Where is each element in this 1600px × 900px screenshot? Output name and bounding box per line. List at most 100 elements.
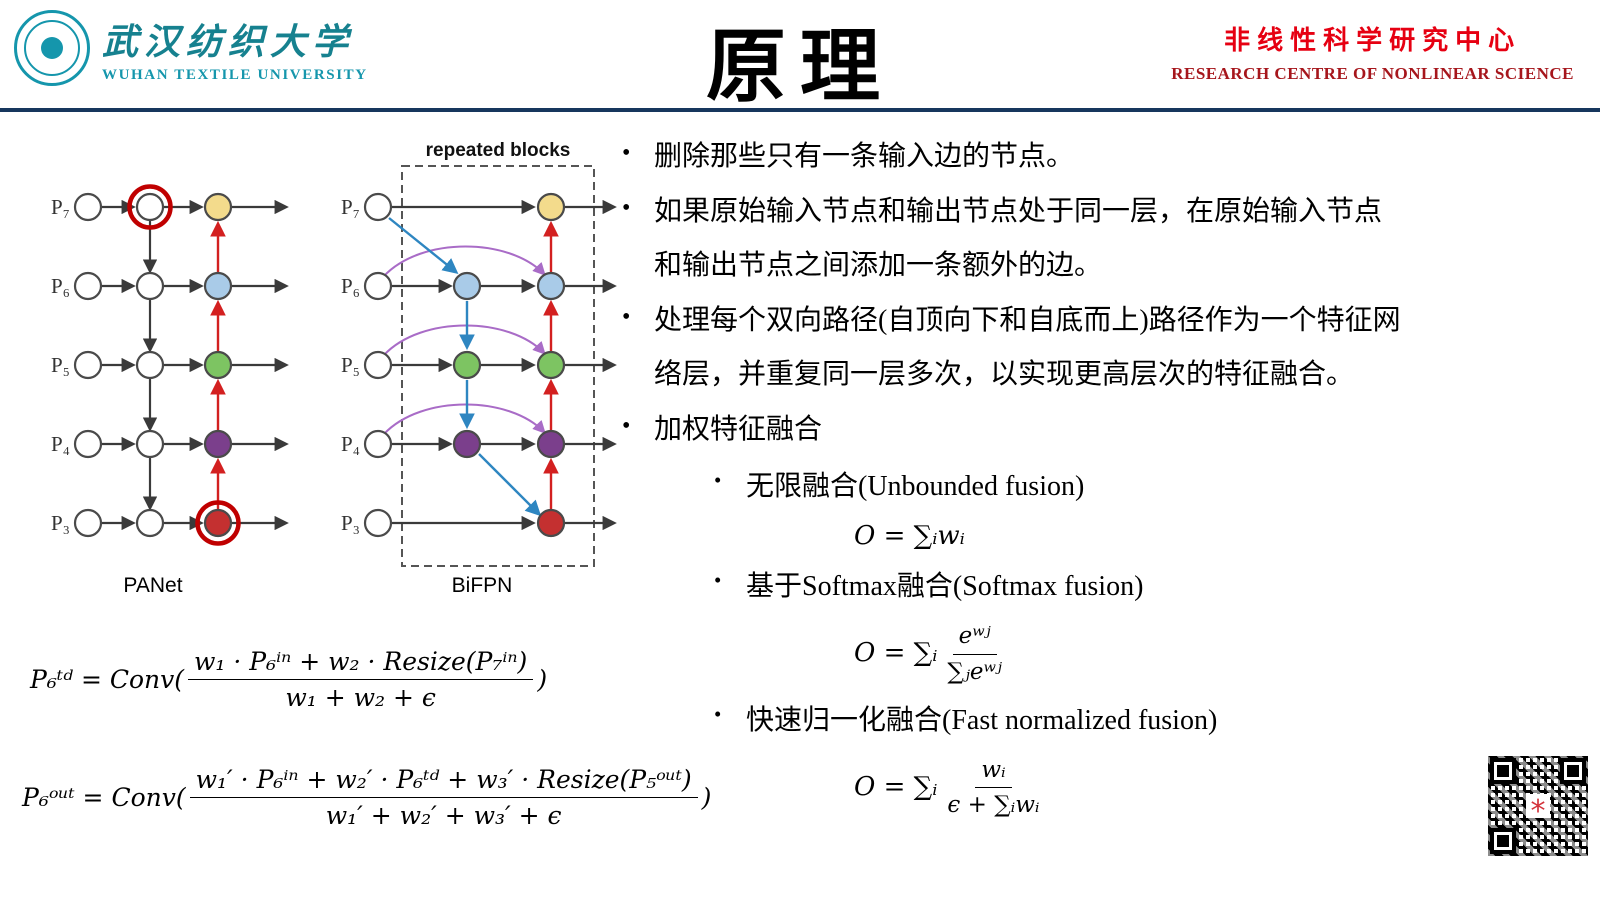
fusion-label: 基于Softmax融合(Softmax fusion) [746,571,1144,603]
formula-p6out: P₆ᵒᵘᵗ = Conv( w₁′ · P₆ⁱⁿ + w₂′ · P₆ᵗᵈ + … [22,764,711,830]
panet-node [135,429,165,459]
bifpn-node [363,192,393,222]
bifpn-node [363,271,393,301]
formula-p6td: P₆ᵗᵈ = Conv( w₁ · P₆ⁱⁿ + w₂ · Resize(P₇ⁱ… [30,646,547,712]
fraction-numerator: w₁′ · P₆ⁱⁿ + w₂′ · P₆ᵗᵈ + w₃′ · Resize(P… [189,764,698,798]
panet-row-label: P₆ [51,274,70,298]
qr-finder-icon [1490,758,1516,784]
bullet-list: 删除那些只有一条输入边的节点。 如果原始输入节点和输出节点处于同一层，在原始输入… [612,130,1404,830]
panet-node-p4 [203,429,233,459]
fusion-item-softmax: 基于Softmax融合(Softmax fusion) [612,562,1404,612]
bifpn-intermediate-nodes [452,271,482,459]
formula-softmax-fusion: O = ∑ᵢ eʷʲ ∑ⱼeʷʲ [854,621,1404,687]
fraction: w₁ · P₆ⁱⁿ + w₂ · Resize(P₇ⁱⁿ) w₁ + w₂ + … [188,646,534,712]
qr-center-logo-icon [1526,794,1550,818]
panet-lateral-arrows [101,199,289,531]
university-name-en: WUHAN TEXTILE UNIVERSITY [102,66,368,83]
bullet-text: 删除那些只有一条输入边的节点。 [654,141,1075,172]
bullet-item-4: 加权特征融合 [612,403,1404,458]
bifpn-node-p4td [452,429,482,459]
bifpn-node-p5td [452,350,482,380]
highlight-circle-bottom [195,500,241,546]
fraction-denominator: ∑ⱼeʷʲ [947,658,1003,685]
formula-lhs: P₆ᵒᵘᵗ = Conv( [22,782,186,812]
fusion-item-unbounded: 无限融合(Unbounded fusion) [612,462,1404,512]
university-logo: 武汉纺织大学 WUHAN TEXTILE UNIVERSITY [14,10,368,86]
formula-close-paren: ) [537,664,548,694]
fraction-numerator: w₁ · P₆ⁱⁿ + w₂ · Resize(P₇ⁱⁿ) [188,646,534,680]
panet-node-p6 [203,271,233,301]
bifpn-node-p7out [536,192,566,222]
panet-node [73,192,103,222]
bifpn-caption: BiFPN [452,574,513,597]
panet-row-label: P₅ [51,353,70,377]
centre-name-cn: 非线性科学研究中心 [1224,25,1522,55]
formula-unbounded-fusion: O = ∑ᵢwᵢ [854,520,1404,553]
university-logo-icon [14,10,90,86]
bifpn-row-label: P₇ [341,195,360,219]
university-name-block: 武汉纺织大学 WUHAN TEXTILE UNIVERSITY [102,13,368,84]
fraction: wᵢ ϵ + ∑ᵢwᵢ [941,755,1045,821]
panet-node-p5 [203,350,233,380]
formula-text: O = ∑ᵢwᵢ [854,520,965,551]
bifpn-skip-arrows [383,245,546,435]
bifpn-node [363,350,393,380]
panet-row-label: P₃ [51,511,70,535]
panet-node [73,508,103,538]
formula-text: O = ∑ᵢ [854,638,938,669]
panet-node [73,429,103,459]
bifpn-node-p3out [536,508,566,538]
bifpn-output-nodes [536,192,566,538]
fraction-denominator: ϵ + ∑ᵢwᵢ [947,792,1040,819]
repeated-blocks-label: repeated blocks [426,140,571,161]
bullet-text: 如果原始输入节点和输出节点处于同一层，在原始输入节点和输出节点之间添加一条额外的… [654,195,1383,282]
qr-code [1488,756,1588,856]
bifpn-lateral-arrows [391,199,617,531]
fusion-item-fast-normalized: 快速归一化融合(Fast normalized fusion) [612,696,1404,746]
panet-node [135,350,165,380]
bullet-item-1: 删除那些只有一条输入边的节点。 [612,130,1404,185]
panet-caption: PANet [123,574,182,597]
bifpn-row-label: P₄ [341,432,360,456]
bifpn-node [363,508,393,538]
bifpn-diagram: repeated blocks P₇ P₆ P₅ P₄ P₃ [341,140,617,597]
qr-finder-icon [1490,828,1516,854]
fpn-diagrams: P₇ P₆ P₅ P₄ P₃ [51,140,617,597]
formula-text: O = ∑ᵢ [854,772,938,803]
bullet-text: 处理每个双向路径(自顶向下和自底而上)路径作为一个特征网络层，并重复同一层多次，… [654,304,1401,391]
bullet-item-3: 处理每个双向路径(自顶向下和自底而上)路径作为一个特征网络层，并重复同一层多次，… [612,294,1404,403]
fraction-denominator: w₁ + w₂ + ϵ [285,683,436,712]
formula-lhs: P₆ᵗᵈ = Conv( [30,664,185,694]
bifpn-row-label: P₃ [341,511,360,535]
panet-output-nodes [203,192,233,538]
panet-row-label: P₇ [51,195,70,219]
panet-node [73,350,103,380]
panet-node [135,271,165,301]
fusion-label: 无限融合(Unbounded fusion) [746,470,1085,502]
fusion-label: 快速归一化融合(Fast normalized fusion) [746,705,1218,737]
bifpn-node-p5out [536,350,566,380]
header: 武汉纺织大学 WUHAN TEXTILE UNIVERSITY 原理 非线性科学… [0,0,1600,112]
bifpn-node [363,429,393,459]
bullet-item-2: 如果原始输入节点和输出节点处于同一层，在原始输入节点和输出节点之间添加一条额外的… [612,185,1404,294]
bifpn-row-label: P₆ [341,274,360,298]
panet-diagram: P₇ P₆ P₅ P₄ P₃ [51,184,289,597]
panet-row-label: P₄ [51,432,70,456]
fraction-numerator: eʷʲ [952,621,997,655]
panet-node-p3 [203,508,233,538]
research-centre-block: 非线性科学研究中心 RESEARCH CENTRE OF NONLINEAR S… [1171,20,1574,84]
fraction-numerator: wᵢ [975,755,1012,789]
fraction-denominator: w₁′ + w₂′ + w₃′ + ϵ [325,801,562,830]
panet-node-p7 [203,192,233,222]
panet-backbone-nodes [73,192,165,538]
header-divider [0,108,1600,112]
formula-close-paren: ) [701,782,712,812]
bullet-text: 加权特征融合 [654,413,823,445]
bifpn-row-label: P₅ [341,353,360,377]
qr-finder-icon [1560,758,1586,784]
university-name-cn: 武汉纺织大学 [102,21,355,62]
page-title: 原理 [706,24,894,112]
panet-node [135,192,165,222]
bifpn-node-p6td [452,271,482,301]
